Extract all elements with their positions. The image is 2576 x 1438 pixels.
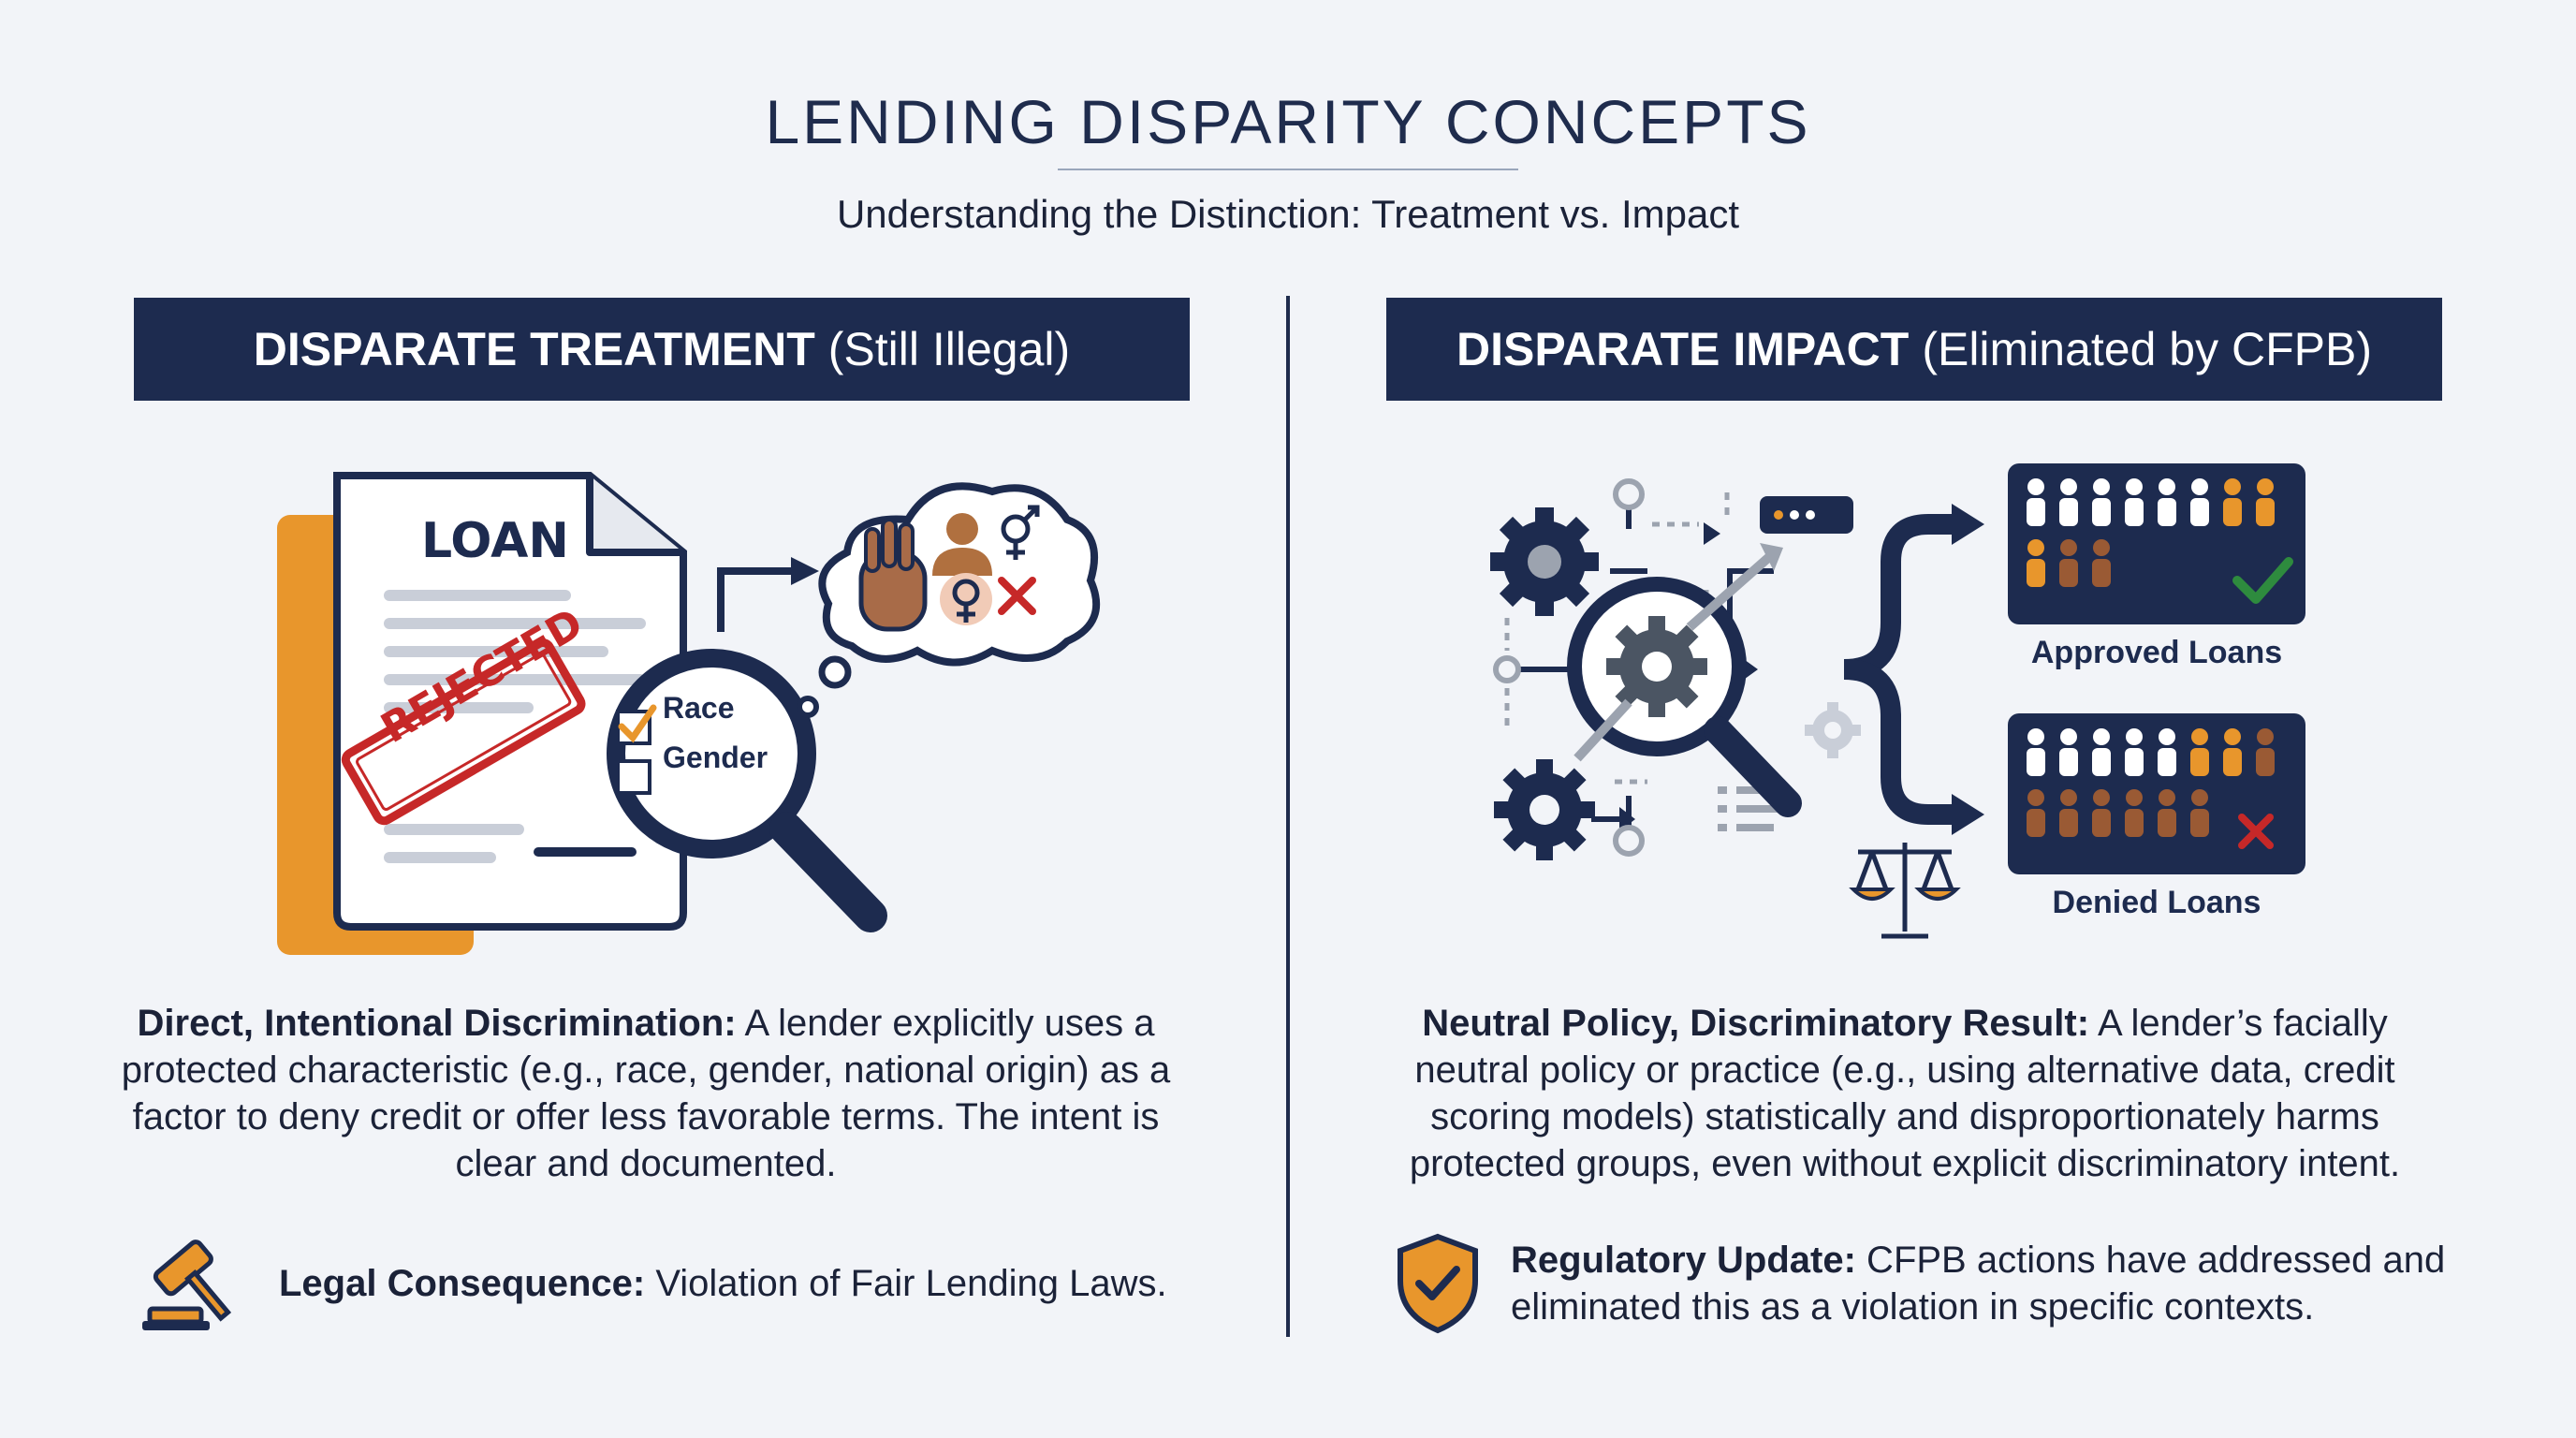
person-icon <box>2125 478 2144 526</box>
person-icon <box>2092 789 2111 837</box>
female-symbol-icon <box>940 573 992 625</box>
gender-checkbox-label: Gender <box>663 741 768 774</box>
title-underline <box>1058 169 1518 170</box>
center-divider <box>1286 296 1290 1337</box>
page-subtitle: Understanding the Distinction: Treatment… <box>836 192 1740 236</box>
list-icon <box>1718 786 1783 831</box>
person-icon <box>2256 478 2275 526</box>
person-icon <box>2092 539 2111 587</box>
arrow-icon <box>717 567 796 632</box>
denied-x-icon <box>998 577 1036 615</box>
person-icon <box>2125 728 2144 776</box>
description-body: A lender’s facially neutral policy or pr… <box>1409 1003 2401 1184</box>
raised-hand-icon <box>858 518 928 632</box>
person-icon <box>2158 478 2176 526</box>
person-icon <box>2223 478 2242 526</box>
description-heading: Direct, Intentional Discrimination: <box>137 1003 737 1044</box>
magnifier-icon <box>607 649 816 858</box>
note-body: CFPB actions have addressed and eliminat… <box>1511 1240 2446 1328</box>
person-icon <box>2190 789 2209 837</box>
gear-icon <box>1490 507 1599 616</box>
note-heading: Regulatory Update: <box>1511 1240 1856 1281</box>
race-checkbox-label: Race <box>663 691 735 725</box>
banner-title: DISPARATE IMPACT <box>1456 323 1910 375</box>
rejected-stamp-icon <box>341 638 586 826</box>
person-icon <box>2092 728 2111 776</box>
banner-qualifier: (Still Illegal) <box>827 323 1071 375</box>
person-icon <box>2190 478 2209 526</box>
person-icon <box>2125 789 2144 837</box>
note-body: Violation of Fair Lending Laws. <box>645 1263 1167 1304</box>
person-icon <box>2027 539 2045 587</box>
denied-x-icon <box>2238 814 2274 849</box>
algorithm-illustration <box>1490 463 2305 939</box>
rejected-loan-illustration <box>277 472 1101 955</box>
person-icon <box>2027 789 2045 837</box>
denied-loans-label: Denied Loans <box>2052 885 2261 920</box>
person-icon <box>2158 728 2176 776</box>
note-text: Legal Consequence: Violation of Fair Len… <box>279 1260 1167 1307</box>
gear-icon <box>1606 616 1707 717</box>
disparate-treatment-banner: DISPARATE TREATMENT (Still Illegal) <box>134 298 1190 401</box>
note-heading: Legal Consequence: <box>279 1263 646 1304</box>
disparate-treatment-illustration: LOAN REJECTED Race Gender <box>262 449 1105 974</box>
gavel-icon <box>142 1240 232 1330</box>
person-icon <box>2059 789 2078 837</box>
person-icon <box>2059 539 2078 587</box>
description-body: A lender explicitly uses a protected cha… <box>121 1003 1171 1184</box>
loan-label: LOAN <box>421 513 569 569</box>
page-title: LENDING DISPARITY CONCEPTS <box>765 87 1811 156</box>
disparate-treatment-description: Direct, Intentional Discrimination: A le… <box>117 1000 1175 1187</box>
person-icon <box>932 513 992 576</box>
disparate-impact-illustration: Approved Loans Denied Loans <box>1488 449 2331 974</box>
gender-checkbox-icon <box>616 759 651 795</box>
loan-document-icon <box>333 472 687 931</box>
gender-symbol-icon <box>1001 505 1040 560</box>
regulatory-update-note: Regulatory Update: CFPB actions have add… <box>1393 1232 2540 1335</box>
note-text: Regulatory Update: CFPB actions have add… <box>1511 1237 2540 1330</box>
approved-loans-label: Approved Loans <box>2030 635 2283 670</box>
person-icon <box>2092 478 2111 526</box>
person-icon <box>2223 728 2242 776</box>
person-icon <box>2027 728 2045 776</box>
disparate-impact-description: Neutral Policy, Discriminatory Result: A… <box>1376 1000 2434 1187</box>
person-icon <box>2158 789 2176 837</box>
disparate-impact-banner: DISPARATE IMPACT (Eliminated by CFPB) <box>1386 298 2442 401</box>
banner-qualifier: (Eliminated by CFPB) <box>1922 323 2373 375</box>
person-icon <box>2256 728 2275 776</box>
description-heading: Neutral Policy, Discriminatory Result: <box>1422 1003 2090 1044</box>
shield-check-icon <box>1398 1233 1478 1334</box>
checkmark-icon <box>2232 557 2293 604</box>
person-icon <box>2190 728 2209 776</box>
person-icon <box>2059 728 2078 776</box>
small-gear-icon <box>1805 702 1861 758</box>
legal-consequence-note: Legal Consequence: Violation of Fair Len… <box>140 1232 1167 1335</box>
person-icon <box>2059 478 2078 526</box>
banner-title: DISPARATE TREATMENT <box>253 323 815 375</box>
person-icon <box>2027 478 2045 526</box>
gear-icon <box>1494 759 1595 860</box>
scale-icon <box>1855 843 1954 939</box>
